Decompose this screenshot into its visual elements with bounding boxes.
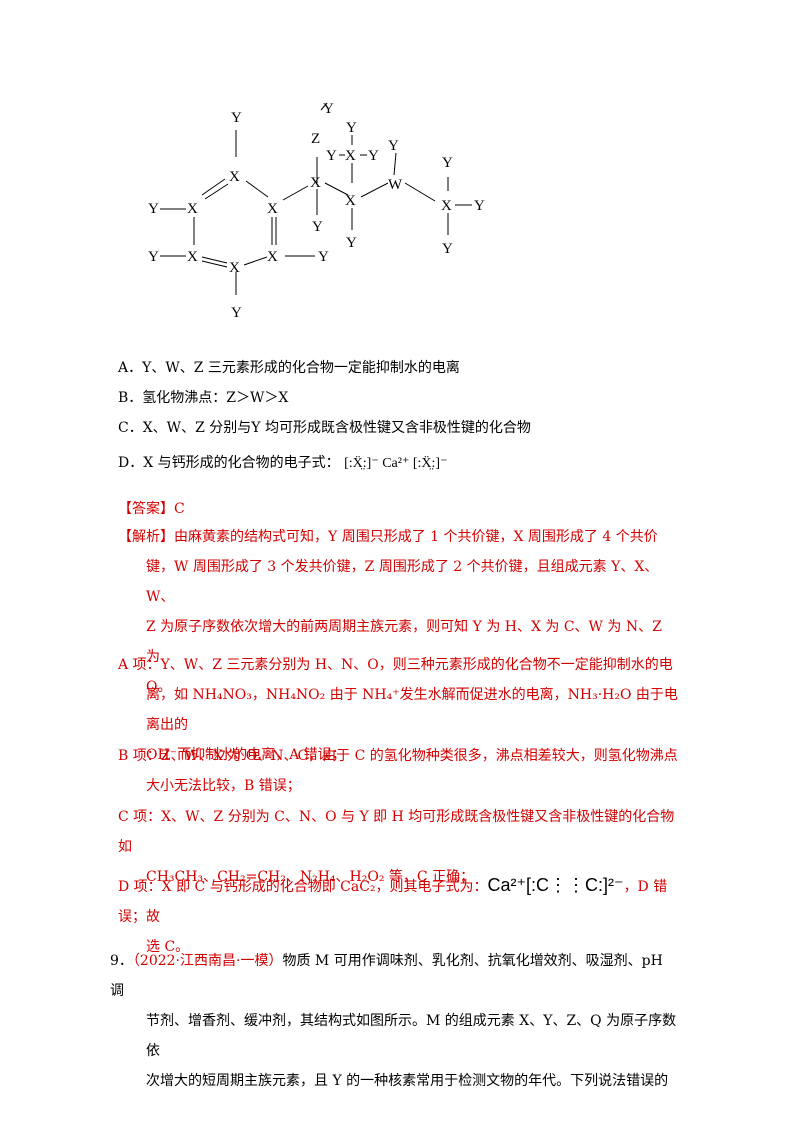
- atom-y: Y: [148, 201, 159, 217]
- analysis-line: 由麻黄素的结构式可知，Y 周围只形成了 1 个共价键，X 周围形成了 4 个共价: [174, 529, 658, 545]
- option-c: C．X、W、Z 分别与Y 均可形成既含极性键又含非极性键的化合物: [118, 420, 531, 436]
- analysis-line: O。: [146, 679, 172, 695]
- atom-y: Y: [474, 198, 485, 214]
- atom-y: Y: [312, 219, 323, 235]
- answer-value: C: [174, 501, 185, 517]
- explanation-line: A 项：Y、W、Z 三元素分别为 H、N、O，则三种元素形成的化合物不一定能抑制…: [118, 657, 673, 673]
- option-d: D．X 与钙形成的化合物的电子式： [:Ẍ̤:]⁻ Ca²⁺ [:Ẍ̤:]⁻: [118, 453, 447, 474]
- explanation-line: 离，如 NH₄NO₃，NH₄NO₂ 由于 NH₄⁺发生水解而促进水的电离，NH₃…: [146, 687, 678, 733]
- atom-y: Y: [148, 249, 159, 265]
- atom-z: Z: [311, 131, 320, 147]
- atom-y: Y: [318, 249, 329, 265]
- analysis-line: 键，W 周围形成了 3 个发共价键，Z 周围形成了 2 个共价键，且组成元素 Y…: [146, 559, 659, 605]
- option-b: B．氢化物沸点：Z＞W＞X: [118, 390, 289, 406]
- explanation-line: 选 C。: [146, 939, 190, 955]
- cac2-formula: Ca²⁺[:C⋮⋮C:]²⁻: [487, 875, 624, 895]
- question-line: 节剂、增香剂、缓冲剂，其结构式如图所示。M 的组成元素 X、Y、Z、Q 为原子序…: [146, 1013, 677, 1059]
- atom-x: X: [345, 148, 356, 164]
- explanation-line: ，D 错误；故: [118, 879, 668, 925]
- atom-x: X: [267, 249, 278, 265]
- explanation-line: B 项：Z、W、X 为 O、N、C，由于 C 的氢化物种类很多，沸点相差较大，则…: [118, 748, 678, 764]
- explanation-b: B 项：Z、W、X 为 O、N、C，由于 C 的氢化物种类很多，沸点相差较大，则…: [118, 741, 678, 801]
- question-line: 次增大的短周期主族元素，且 Y 的一种核素常用于检测文物的年代。下列说法错误的: [146, 1073, 669, 1089]
- atom-x: X: [187, 249, 198, 265]
- explanation-line: CH₃CH₃、CH₂=CH₂、N₂H₄、H₂O₂ 等，C 正确；: [146, 869, 475, 885]
- atom-x: X: [229, 169, 240, 185]
- question-9: 9．（2022·江西南昌·一模）物质 M 可用作调味剂、乳化剂、抗氧化增效剂、吸…: [110, 946, 678, 1096]
- explanation-a: A 项：Y、W、Z 三元素分别为 H、N、O，则三种元素形成的化合物不一定能抑制…: [118, 650, 678, 770]
- atom-y: Y: [231, 305, 242, 321]
- atom-y: Y: [442, 155, 453, 171]
- option-a: A．Y、W、Z 三元素形成的化合物一定能抑制水的电离: [118, 360, 460, 376]
- option-d-formula: [:Ẍ̤:]⁻ Ca²⁺ [:Ẍ̤:]⁻: [344, 456, 448, 471]
- atom-y: Y: [346, 120, 357, 136]
- atom-x: X: [267, 201, 278, 217]
- atom-x: X: [187, 201, 198, 217]
- atom-y: Y: [388, 138, 399, 154]
- question-number: 9．: [110, 953, 133, 969]
- explanation-d: D 项：X 即 C 与钙形成的化合物即 CaC₂，则其电子式为：Ca²⁺[:C⋮…: [118, 870, 678, 962]
- atom-y: Y: [323, 101, 334, 117]
- answer-label: 【答案】: [118, 501, 174, 517]
- atom-x: X: [441, 198, 452, 214]
- atom-x: X: [229, 260, 240, 276]
- atom-y: Y: [326, 148, 337, 164]
- explanation-line: 大小无法比较，B 错误；: [146, 778, 301, 794]
- atom-x: X: [345, 193, 356, 209]
- explanation-line: D 项：X 即 C 与钙形成的化合物即 CaC₂，则其电子式为：: [118, 879, 488, 895]
- analysis-label: 【解析】: [118, 529, 174, 545]
- explanation-line: OH⁻而抑制水的电离，A 错误；: [146, 747, 346, 763]
- question-source: （2022·江西南昌·一模）: [132, 953, 283, 969]
- explanation-c: C 项：X、W、Z 分别为 C、N、O 与 Y 即 H 均可形成既含极性键又含非…: [118, 802, 678, 892]
- structural-formula: Y X X X Y X Y X Y X Y X Y Z Y Y Y X Y X …: [148, 101, 485, 321]
- option-d-text: D．X 与钙形成的化合物的电子式：: [118, 455, 340, 471]
- question-line: 物质 M 可用作调味剂、乳化剂、抗氧化增效剂、吸湿剂、pH 调: [110, 953, 663, 999]
- atom-w: W: [388, 177, 403, 193]
- atom-y: Y: [346, 235, 357, 251]
- atom-y: Y: [368, 148, 379, 164]
- atom-y: Y: [231, 110, 242, 126]
- explanation-line: C 项：X、W、Z 分别为 C、N、O 与 Y 即 H 均可形成既含极性键又含非…: [118, 809, 675, 855]
- atom-y: Y: [442, 241, 453, 257]
- analysis-line: Z 为原子序数依次增大的前两周期主族元素，则可知 Y 为 H、X 为 C、W 为…: [146, 619, 662, 665]
- analysis: 【解析】由麻黄素的结构式可知，Y 周围只形成了 1 个共价键，X 周围形成了 4…: [118, 522, 678, 702]
- atom-x: X: [310, 175, 321, 191]
- answer: 【答案】C: [118, 499, 185, 519]
